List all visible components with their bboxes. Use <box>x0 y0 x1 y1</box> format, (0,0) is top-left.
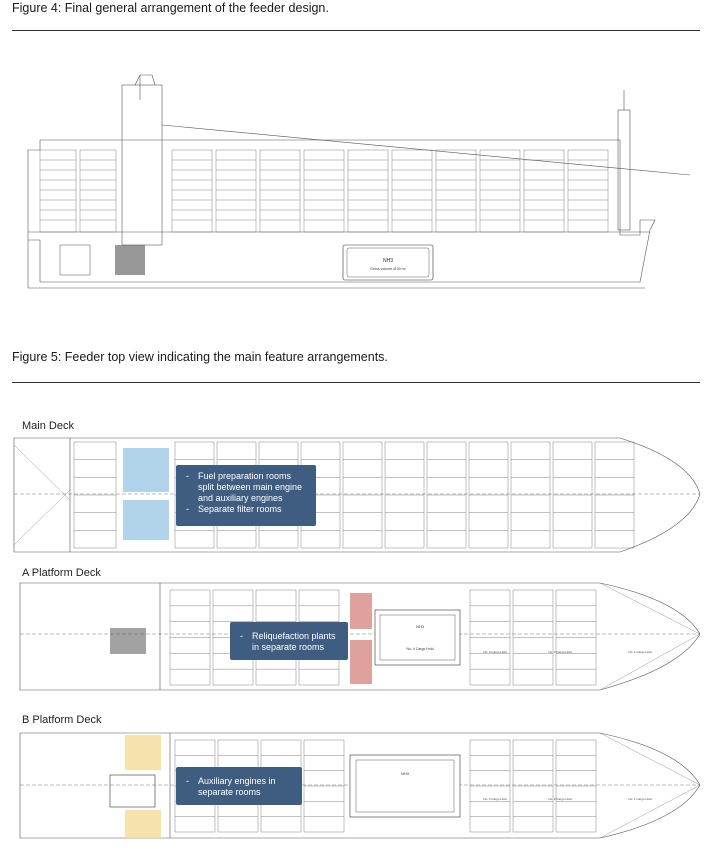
a-platform-deck-plan <box>19 582 701 691</box>
container-stack <box>259 149 301 233</box>
container-stack <box>523 149 565 233</box>
deck-label-b-platform: B Platform Deck <box>22 714 102 726</box>
a-deck-reliquefaction-room-fwd <box>350 593 372 629</box>
deck-label-a-platform: A Platform Deck <box>22 567 101 579</box>
b-deck-hold-2-label: No. 2 Cargo Hold <box>548 797 572 801</box>
b-deck-hold-1-label: No. 1 Cargo Hold <box>628 797 652 801</box>
container-stack <box>567 149 609 233</box>
container-stack <box>479 149 521 233</box>
a-deck-hold-3-label: No. 3 Cargo Hold <box>483 650 507 654</box>
b-deck-aux-engine-room-stbd <box>125 810 161 838</box>
callout-b-platform-deck: Auxiliary engines in separate rooms <box>176 767 302 805</box>
main-deck-fuel-room-highlight <box>123 448 169 492</box>
figure-4-tank-label: NH3 <box>383 258 393 264</box>
main-deck-filter-room-highlight <box>123 500 169 540</box>
figure-5-caption: Figure 5: Feeder top view indicating the… <box>12 350 388 364</box>
a-deck-reliquefaction-room-aft <box>350 640 372 684</box>
container-stack <box>347 149 389 233</box>
figure-5-rule <box>12 382 700 383</box>
container-stack <box>171 149 213 233</box>
callout-a-platform-deck-item-1: Reliquefaction plants in separate rooms <box>238 631 340 653</box>
a-deck-hold-1-label: No. 1 Cargo Hold <box>628 650 652 654</box>
container-stack <box>435 149 477 233</box>
callout-b-platform-deck-item-1: Auxiliary engines in separate rooms <box>184 776 294 798</box>
container-stack <box>79 149 117 233</box>
container-stack <box>391 149 433 233</box>
a-deck-tank-label: NH3 <box>416 624 425 629</box>
figure-4-tank-sublabel: Gross volume 4100 m³ <box>370 267 406 271</box>
callout-main-deck-item-1: Fuel preparation rooms split between mai… <box>184 471 308 504</box>
b-deck-tank-label: NH3 <box>401 771 410 776</box>
deck-label-main: Main Deck <box>22 420 74 432</box>
b-deck-aux-engine-room-port <box>125 735 161 770</box>
container-stack <box>303 149 345 233</box>
a-deck-hold-4-label: No. 4 Cargo Hold <box>406 647 433 651</box>
figure-4-caption: Figure 4: Final general arrangement of t… <box>12 1 329 15</box>
figure-4-drawing: NH3 Gross volume 4100 m³ <box>27 74 691 289</box>
b-deck-hold-3-label: No. 3 Cargo Hold <box>483 797 507 801</box>
callout-main-deck: Fuel preparation rooms split between mai… <box>176 465 316 526</box>
container-stack <box>215 149 257 233</box>
a-deck-hold-2-label: No. 2 Cargo Hold <box>548 650 572 654</box>
container-stack <box>39 149 77 233</box>
callout-main-deck-item-2: Separate filter rooms <box>184 504 308 515</box>
figure-4-nh3-tank <box>342 244 434 281</box>
callout-a-platform-deck: Reliquefaction plants in separate rooms <box>230 622 348 660</box>
main-deck-plan <box>13 437 701 553</box>
figure-4-rule <box>12 30 700 31</box>
